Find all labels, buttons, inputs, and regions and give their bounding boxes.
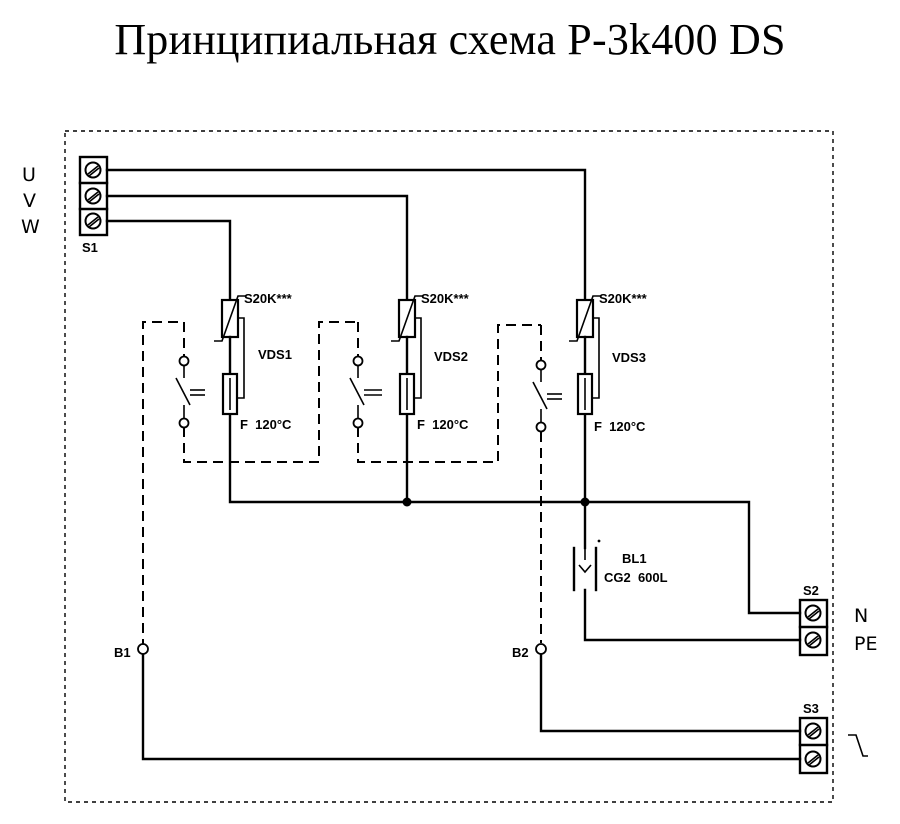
screw-icon <box>804 750 822 768</box>
screw-icon <box>804 631 822 649</box>
protection-module-vds1 <box>142 295 358 649</box>
label-vds2: VDS2 <box>434 349 468 364</box>
switch-icon <box>349 355 382 429</box>
screw-icon <box>804 722 822 740</box>
label-phase-w: W <box>21 216 40 238</box>
label-s1: S1 <box>82 240 98 255</box>
label-varistor-1: S20K*** <box>244 291 293 306</box>
terminal-block-s2 <box>798 598 829 657</box>
screw-icon <box>84 187 102 205</box>
screw-icon <box>804 604 822 622</box>
label-s2: S2 <box>803 583 819 598</box>
label-varistor-2: S20K*** <box>421 291 470 306</box>
label-varistor-3: S20K*** <box>599 291 648 306</box>
label-neutral: N <box>854 605 868 627</box>
label-fuse-2: F 120°C <box>417 417 469 432</box>
junction-dot <box>580 497 590 507</box>
label-fuse-3: F 120°C <box>594 419 646 434</box>
label-fuse-1: F 120°C <box>240 417 292 432</box>
protection-module-vds3 <box>532 295 601 643</box>
gas-arrester-icon <box>572 539 601 592</box>
protection-module-vds2 <box>349 295 541 463</box>
label-arrester-type: CG2 600L <box>604 570 668 585</box>
switch-icon <box>532 359 562 433</box>
phase-wiring <box>105 168 802 761</box>
enclosure-border <box>64 130 834 803</box>
label-pe: PE <box>854 633 877 655</box>
label-b2: B2 <box>512 645 529 660</box>
junction-dot <box>402 497 412 507</box>
screw-icon <box>84 212 102 230</box>
switch-icon <box>175 355 205 429</box>
label-s3: S3 <box>803 701 819 716</box>
terminal-b1 <box>137 643 149 655</box>
terminal-b2 <box>535 643 547 655</box>
label-phase-u: U <box>22 164 36 186</box>
screw-icon <box>84 161 102 179</box>
external-contact-symbol <box>848 734 868 757</box>
label-phase-v: V <box>23 190 36 212</box>
label-vds1: VDS1 <box>258 347 292 362</box>
terminal-block-s1 <box>78 155 109 237</box>
label-arrester-name: BL1 <box>622 551 647 566</box>
terminal-block-s3 <box>798 716 829 775</box>
label-vds3: VDS3 <box>612 350 646 365</box>
diagram-title: Принципиальная схема P-3k400 DS <box>114 15 786 64</box>
label-b1: B1 <box>114 645 131 660</box>
